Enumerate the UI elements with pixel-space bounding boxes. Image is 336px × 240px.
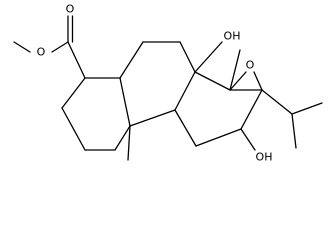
- bond-c7-c6: [61, 77, 86, 109]
- bond-c8-c7: [67, 41, 86, 79]
- atom-label-hydroxyl-top: OH: [224, 30, 241, 43]
- bond-oester-methyl: [13, 41, 31, 53]
- bond-c12-c13: [195, 128, 242, 147]
- atom-label-hydroxyl-bottom: OH: [256, 151, 273, 164]
- bond-c14-ipr: [261, 89, 293, 115]
- bond-ipr-me2: [291, 113, 297, 149]
- bond-c15-c10: [194, 71, 231, 91]
- atom-label-carbonyl-oxygen: O: [66, 3, 75, 16]
- bond-c4-c3: [114, 125, 131, 151]
- atom-label-epoxide-oxygen: O: [246, 59, 255, 72]
- bond-c3-methyl: [127, 125, 131, 161]
- bond-c2-c1: [119, 41, 144, 79]
- bond-c13-oh: [240, 128, 256, 151]
- bond-c11-c12: [174, 109, 197, 147]
- bond-c13-c14: [240, 89, 263, 130]
- atom-label-ester-oxygen: O: [37, 46, 46, 59]
- bond-c15-methyl: [229, 49, 241, 91]
- bond-c9-c10: [179, 41, 196, 73]
- bond-c10-c11: [174, 71, 196, 111]
- bond-c3-c2: [119, 77, 131, 127]
- molecule-structure: O O O OH OH: [13, 3, 323, 164]
- bond-c6-c5: [61, 107, 86, 151]
- bond-c15-oepoxide: [229, 71, 247, 91]
- bond-c11-c3: [129, 109, 176, 127]
- bond-c8-oester: [51, 41, 69, 53]
- bond-c10-oh: [194, 41, 223, 73]
- bond-c14-oepoxide: [253, 71, 263, 91]
- bond-ipr-me1: [291, 102, 323, 115]
